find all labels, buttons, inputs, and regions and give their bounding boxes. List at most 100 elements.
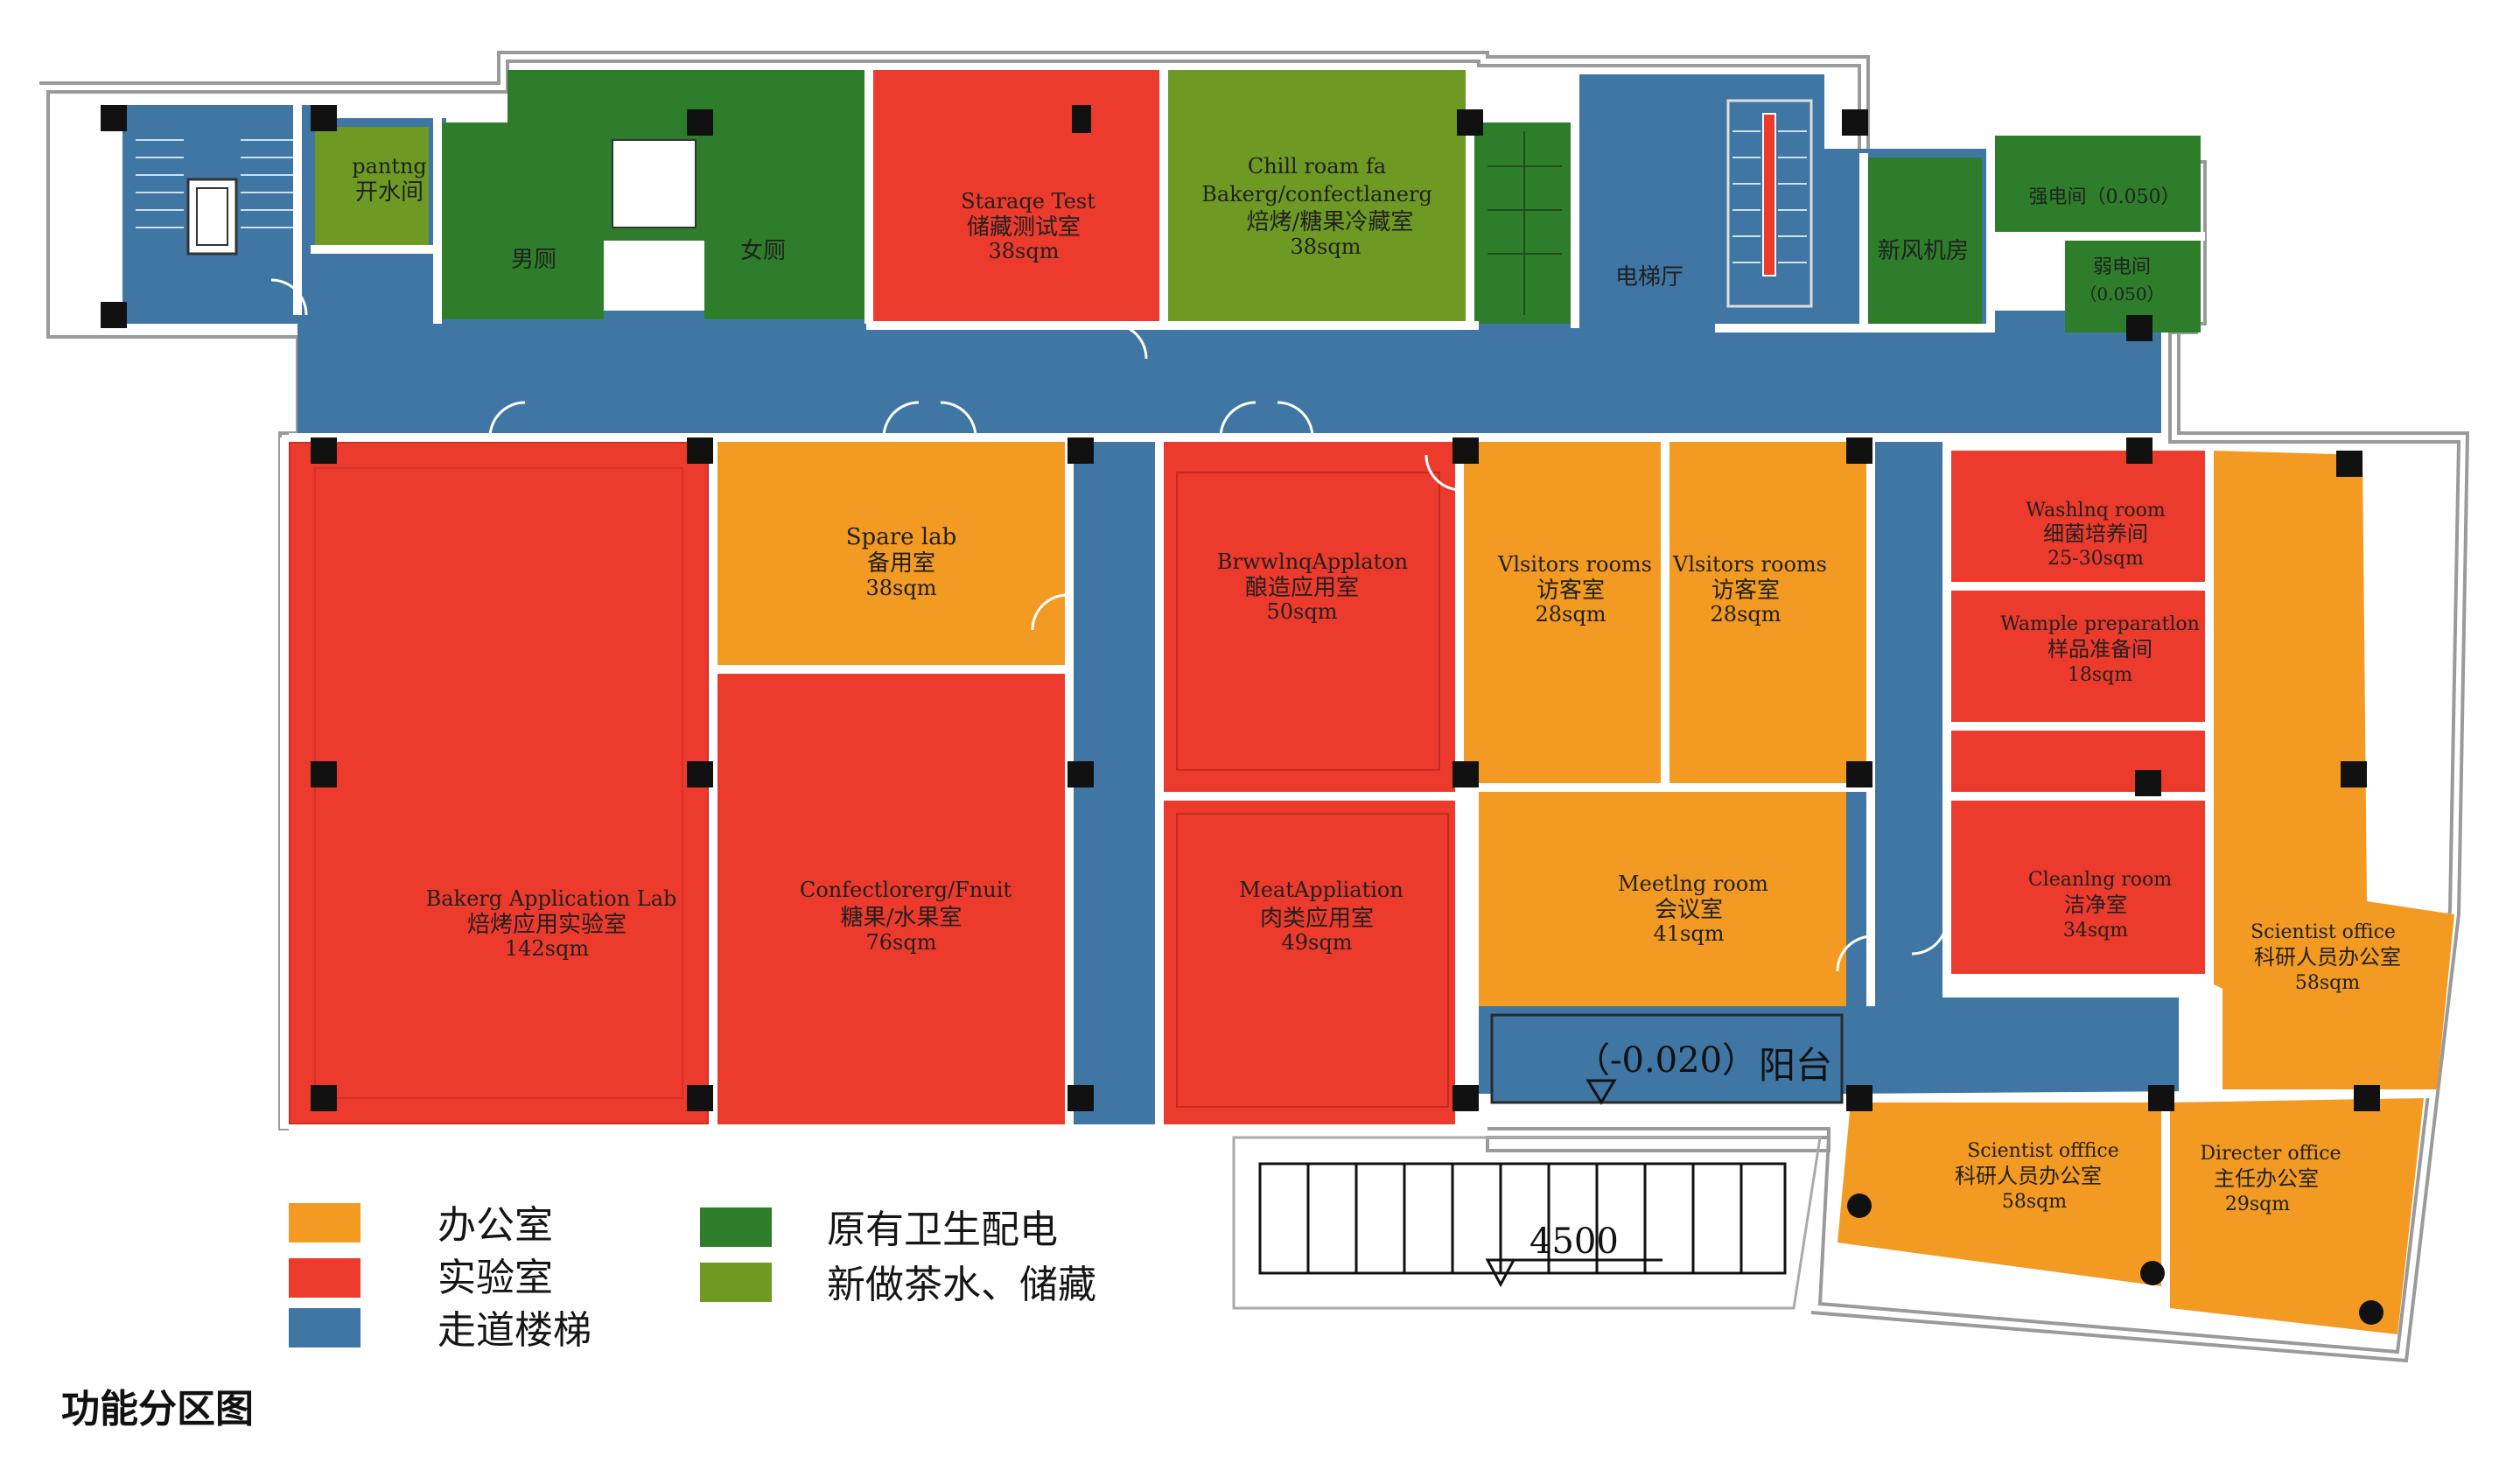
chill-label-en1: Chill roam fa — [1248, 154, 1386, 178]
storage-test-room — [871, 70, 1159, 324]
womens-restroom-label: 女厕 — [740, 238, 786, 264]
vestibule-inner — [612, 139, 696, 228]
confectionery-label-cn: 糖果/水果室 — [841, 905, 962, 931]
scientist-bottom-area: 58sqm — [2002, 1191, 2067, 1213]
scientist-right-label-en: Scientist office — [2250, 921, 2396, 943]
chill-label-en2: Bakerg/confectlanerg — [1201, 182, 1432, 206]
meeting-label-cn: 会议室 — [1655, 897, 1723, 923]
scientist-bottom-label-en: Scientist offfice — [1967, 1140, 2119, 1162]
bakery-lab-area: 142sqm — [505, 936, 589, 961]
washing-area: 25-30sqm — [2048, 548, 2144, 570]
chill-label-cn: 焙烤/糖果冷藏室 — [1247, 209, 1414, 235]
structural-columns — [101, 105, 2380, 1111]
brewing-application-room — [1164, 442, 1457, 792]
meat-application-room — [1164, 801, 1461, 1124]
storage-test-label-en: Staraqe Test — [961, 189, 1096, 214]
meeting-area: 41sqm — [1654, 921, 1725, 946]
legend-label-corridor: 走道楼梯 — [438, 1308, 592, 1353]
legend: 办公室 实验室 走道楼梯 原有卫生配电 新做茶水、储藏 — [289, 1203, 1096, 1353]
director-area: 29sqm — [2225, 1194, 2290, 1215]
strong-electric-label: 强电间（0.050） — [2029, 186, 2180, 208]
bakery-lab-label-en: Bakerg Application Lab — [426, 886, 677, 911]
scientist-office-bottom — [1838, 1102, 2161, 1286]
washing-room — [1951, 451, 2205, 582]
diagram-caption: 功能分区图 — [61, 1387, 254, 1432]
pantry-label-en: pantng — [352, 154, 427, 178]
legend-label-lab: 实验室 — [438, 1256, 553, 1300]
spare-lab — [718, 442, 1068, 665]
pantry-label-cn: 开水间 — [355, 179, 424, 206]
weak-electric-label-2: （0.050） — [2079, 284, 2164, 304]
spare-lab-label-cn: 备用室 — [867, 550, 935, 577]
washing-label-cn: 细菌培养间 — [2043, 522, 2148, 546]
chill-room — [1168, 70, 1466, 324]
cleaning-label-cn: 洁净室 — [2064, 892, 2127, 917]
round-columns — [1847, 1194, 2384, 1325]
legend-swatch-existing — [700, 1208, 772, 1247]
sample-prep-label-en: Wample preparatlon — [2000, 613, 2200, 635]
spare-lab-area: 38sqm — [866, 576, 937, 600]
director-label-en: Directer office — [2200, 1143, 2341, 1165]
balcony-label: 阳台 — [1759, 1044, 1832, 1087]
spare-lab-label-en: Spare lab — [846, 524, 957, 550]
visitors1-label-cn: 访客室 — [1536, 578, 1605, 604]
pantry-room — [315, 127, 429, 245]
mens-restroom-upper — [508, 70, 604, 127]
mens-restroom — [442, 122, 604, 319]
meat-label-cn: 肉类应用室 — [1260, 906, 1374, 932]
legend-label-office: 办公室 — [438, 1203, 553, 1248]
bakery-application-lab — [289, 442, 709, 1124]
stair-core-east — [1726, 99, 1813, 308]
cleaning-room — [1951, 801, 2214, 976]
strong-electric-room — [1995, 136, 2201, 232]
meeting-room — [1479, 792, 1846, 1006]
meat-area: 49sqm — [1282, 930, 1353, 955]
storage-test-area: 38sqm — [989, 239, 1060, 263]
sample-preparation-room — [1951, 591, 2205, 722]
bakery-lab-label-cn: 焙烤应用实验室 — [467, 912, 626, 938]
confectionery-room — [718, 674, 1068, 1124]
visitors1-area: 28sqm — [1536, 602, 1606, 626]
storage-test-label-cn: 储藏测试室 — [967, 214, 1081, 241]
sample-prep-area: 18sqm — [2068, 664, 2132, 686]
visitors-room-1 — [1461, 442, 1662, 788]
visitors-room-2 — [1667, 442, 1868, 788]
confectionery-label-en: Confectlorerg/Fnuit — [800, 878, 1012, 902]
corridor-right-end — [1986, 332, 2161, 438]
womens-restroom — [704, 70, 866, 319]
visitors2-label-en: Vlsitors rooms — [1672, 552, 1827, 577]
exterior-stair — [1232, 1136, 1822, 1310]
washing-label-en: Washlnq room — [2026, 500, 2166, 522]
door-swings — [270, 278, 1949, 972]
lab-small-room — [1951, 731, 2205, 792]
cleaning-area: 34sqm — [2063, 920, 2128, 942]
fresh-air-label: 新风机房 — [1878, 238, 1969, 264]
chill-area: 38sqm — [1291, 234, 1362, 259]
scientist-office-right — [2214, 451, 2454, 1089]
legend-swatch-office — [289, 1203, 360, 1242]
dimension-label: 4500 — [1530, 1222, 1619, 1262]
legend-swatch-lab — [289, 1258, 360, 1298]
scientist-right-area: 58sqm — [2295, 972, 2360, 994]
stair-core-west — [136, 139, 298, 256]
meat-label-en: MeatAppliation — [1239, 878, 1404, 902]
fresh-air-room — [1864, 158, 1982, 328]
weak-electric-label-1: 弱电间 — [2093, 256, 2151, 278]
level-marker-icon — [1586, 1079, 1617, 1105]
visitors2-area: 28sqm — [1711, 602, 1782, 626]
balcony-level-label: （-0.020） — [1575, 1040, 1757, 1081]
mens-restroom-label: 男厕 — [511, 247, 556, 273]
legend-label-new: 新做茶水、储藏 — [827, 1263, 1096, 1307]
elevator-lobby-label: 电梯厅 — [1615, 264, 1684, 290]
scientist-right-label-cn: 科研人员办公室 — [2254, 945, 2401, 970]
legend-swatch-corridor — [289, 1308, 360, 1348]
brewing-area: 50sqm — [1267, 599, 1338, 624]
visitors2-label-cn: 访客室 — [1712, 578, 1780, 604]
director-office — [2170, 1098, 2424, 1334]
brewing-label-cn: 酿造应用室 — [1245, 575, 1359, 601]
brewing-label-en: BrwwlnqApplaton — [1217, 550, 1408, 574]
cleaning-label-en: Cleanlng room — [2028, 869, 2172, 891]
elevator-lobby — [1575, 74, 1715, 328]
balcony-area — [1490, 1013, 1844, 1104]
